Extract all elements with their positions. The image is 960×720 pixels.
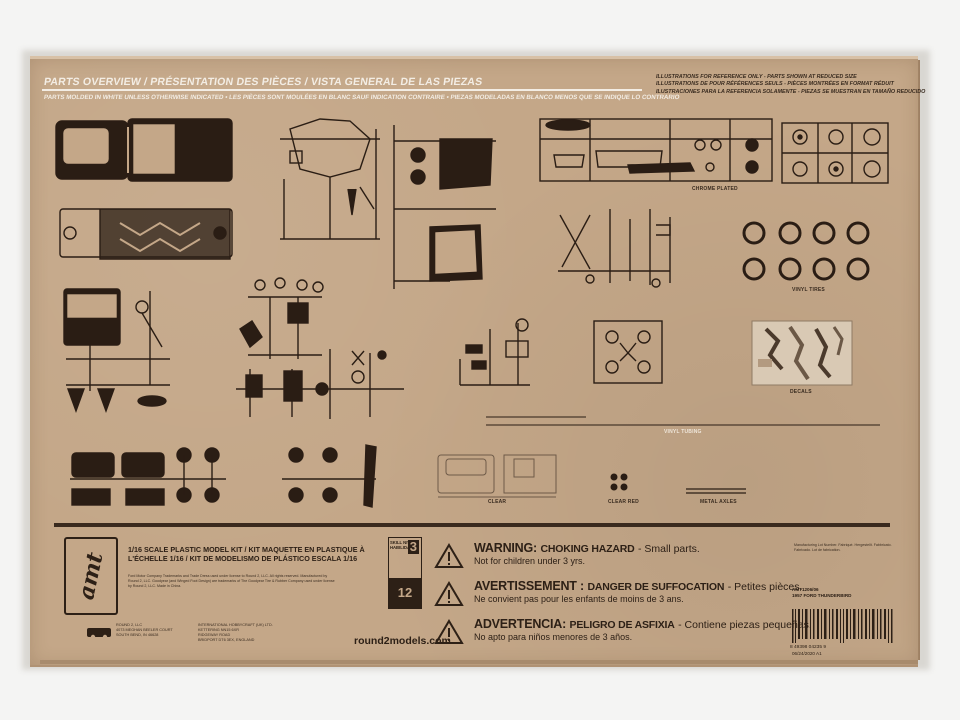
chassis-frame-part (59, 208, 233, 260)
clear-red-label: CLEAR RED (608, 499, 639, 505)
age-rating: 12 (389, 578, 421, 608)
warning-fr-note: Ne convient pas pour les enfants de moin… (474, 594, 684, 604)
product-sku-code: AMT1206/06 (792, 587, 819, 592)
warning-triangle-icon (434, 543, 464, 568)
round2-brand-icon (87, 628, 111, 639)
suspension-sprue-part (558, 209, 671, 288)
warning-fr-detail: - Petites pièces. (727, 581, 803, 593)
clear-red-parts-part (610, 473, 628, 491)
hubs-sprue (282, 444, 377, 508)
vinyl-tubing-label: VINYL TUBING (664, 429, 702, 435)
box-bottom-edge (40, 660, 918, 664)
production-date: 06/24/2020 A1 (792, 651, 822, 656)
body-shell-part (55, 118, 233, 182)
reference-notes: ILLUSTRATIONS FOR REFERENCE ONLY - PARTS… (656, 74, 926, 96)
decals-label: DECALS (790, 389, 812, 395)
vinyl-tubing-part (486, 416, 880, 426)
clear-label: CLEAR (488, 499, 507, 505)
misc-sprue-part (459, 318, 530, 386)
engine-sprue-part (280, 118, 380, 240)
vinyl-tires-label: VINYL TIRES (792, 287, 825, 293)
hardtop-sprue-part (393, 125, 496, 289)
trademark-fine-print: Ford Motor Company Trademarks and Trade … (128, 574, 335, 588)
clear-parts-part (437, 454, 557, 498)
barcode-icon (792, 609, 893, 643)
website-link[interactable]: round2models.com (354, 635, 451, 647)
reference-note-fr: ILLUSTRATIONS DE POUR RÉFÉRENCES SEULS -… (656, 81, 894, 88)
metal-axles-label: METAL AXLES (700, 499, 737, 505)
header-rule (42, 89, 642, 91)
section-divider (54, 523, 890, 527)
small-parts-sprue-b (236, 349, 404, 419)
vinyl-tires-part (742, 221, 870, 281)
warning-fr-hazard: DANGER DE SUFFOCATION (587, 581, 725, 593)
skill-level-badge: SKILL NIVEAU HABILIDAD 3 12 (388, 537, 422, 609)
product-sku: AMT1206/06 1957 FORD THUNDERBIRD (792, 587, 851, 599)
intl-address: INTERNATIONAL HOBBYCRAFT (UK) LTD. KETTE… (198, 623, 273, 642)
warning-en-title: WARNING: (474, 541, 537, 555)
warning-triangle-icon (434, 619, 464, 644)
warning-es-title: ADVERTENCIA: (474, 617, 567, 631)
skill-label: SKILL NIVEAU HABILIDAD (390, 540, 420, 550)
us-address: ROUND 2, LLC 4073 MEGHAN BEELER COURT SO… (116, 623, 173, 637)
small-parts-sprue-a (239, 277, 324, 359)
parts-diagram (55, 118, 889, 508)
chrome-sprue-part (539, 118, 773, 182)
chrome-plated-label: CHROME PLATED (692, 186, 738, 192)
manufacturing-info: Manufacturing Lot Number. Fabriqué. Herg… (794, 543, 892, 552)
metal-axles-part (686, 488, 746, 494)
warning-en-detail: - Small parts. (637, 543, 700, 555)
warning-es-hazard: PELIGRO DE ASFIXIA (569, 619, 675, 631)
warning-es-detail: - Contiene piezas pequeñas. (678, 619, 812, 631)
warning-es-note: No apto para niños menores de 3 años. (474, 632, 633, 642)
reference-note-es: ILUSTRACIONES PARA LA REFERENCIA SOLAMEN… (656, 88, 926, 95)
kit-scale-title: 1/16 SCALE PLASTIC MODEL KIT / KIT MAQUE… (128, 545, 365, 563)
skill-level-number: 3 (407, 539, 419, 554)
reference-note-en: ILLUSTRATIONS FOR REFERENCE ONLY - PARTS… (656, 74, 857, 80)
brake-parts-part (593, 320, 663, 384)
product-name: 1957 FORD THUNDERBIRD (792, 593, 852, 598)
warning-en-note: Not for children under 3 yrs. (474, 556, 586, 566)
seats-wheels-sprue (70, 447, 226, 506)
decal-sheet-part (751, 320, 853, 386)
warning-en-hazard: CHOKING HAZARD (540, 543, 635, 555)
amt-logo-text: amt (73, 549, 109, 603)
interior-part (63, 288, 170, 414)
kit-box-back: PARTS OVERVIEW / PRÉSENTATION DES PIÈCES… (30, 56, 926, 667)
barcode-number: 8 49398 04235 9 (790, 645, 827, 650)
warning-triangle-icon (434, 581, 464, 606)
warning-fr-title: AVERTISSEMENT : (474, 579, 584, 593)
amt-logo: amt (64, 537, 118, 615)
chrome-wheels-part (781, 122, 889, 184)
